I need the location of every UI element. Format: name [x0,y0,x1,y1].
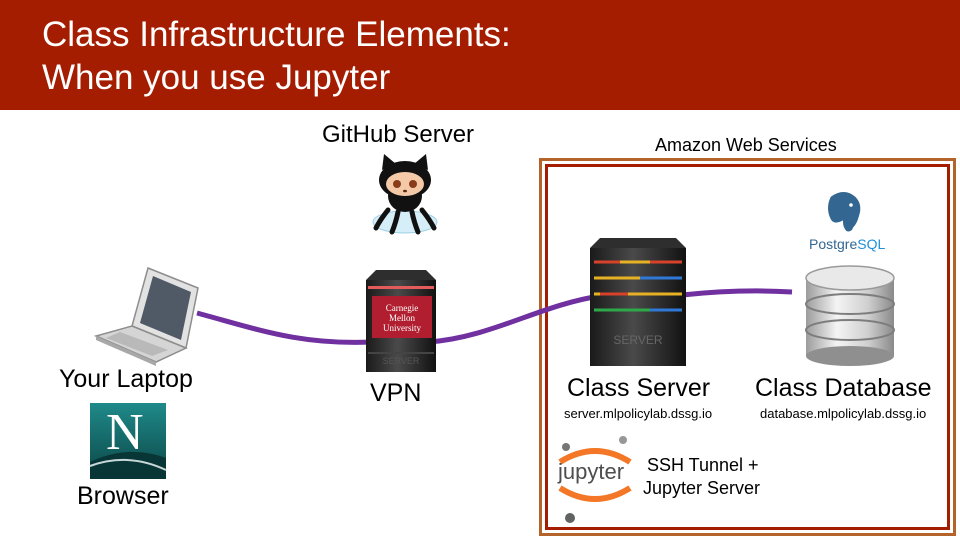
class-server-host: server.mlpolicylab.dssg.io [564,406,713,421]
slide-title-line-1: Class Infrastructure Elements: [42,15,511,54]
class-database-host: database.mlpolicylab.dssg.io [760,406,927,421]
postgresql-wordmark: PostgreSQL [809,236,885,252]
jupyter-logo-icon [558,436,632,523]
vpn-label: VPN [370,379,422,407]
aws-group-border-outer [539,158,956,536]
database-icon [805,265,895,366]
laptop-label: Your Laptop [59,365,193,393]
connection-vpn-server [427,293,601,345]
class-database-label: Class Database [755,374,932,402]
slide-title-line-2: When you use Jupyter [42,58,391,97]
jupyter-note-line-2: Jupyter Server [643,478,761,498]
svg-text:SERVER: SERVER [613,333,662,347]
title-bar: Class Infrastructure Elements: When you … [0,0,960,110]
jupyter-note-line-1: SSH Tunnel + [647,455,759,475]
netscape-logo-letter: N [106,404,144,461]
octocat-icon [372,154,438,235]
browser-label: Browser [77,482,169,510]
laptop-icon [93,266,199,366]
postgresql-wordmark-part2: SQL [857,236,886,252]
cmu-logo-icon [372,296,432,338]
connection-server-database [681,288,793,298]
cmu-logo-text: Carnegie Mellon University [383,303,421,333]
netscape-icon [89,403,167,479]
aws-group-label: Amazon Web Services [655,135,837,155]
server-tower-icon: SERVER [590,238,686,366]
jupyter-wordmark: jupyter [558,459,625,484]
postgresql-logo-icon [826,190,863,234]
github-server-label: GitHub Server [322,121,475,148]
svg-text:SERVER: SERVER [383,356,420,366]
class-server-label: Class Server [567,374,711,402]
connection-laptop-vpn [196,310,373,345]
postgresql-wordmark-part1: Postgre [809,236,858,252]
